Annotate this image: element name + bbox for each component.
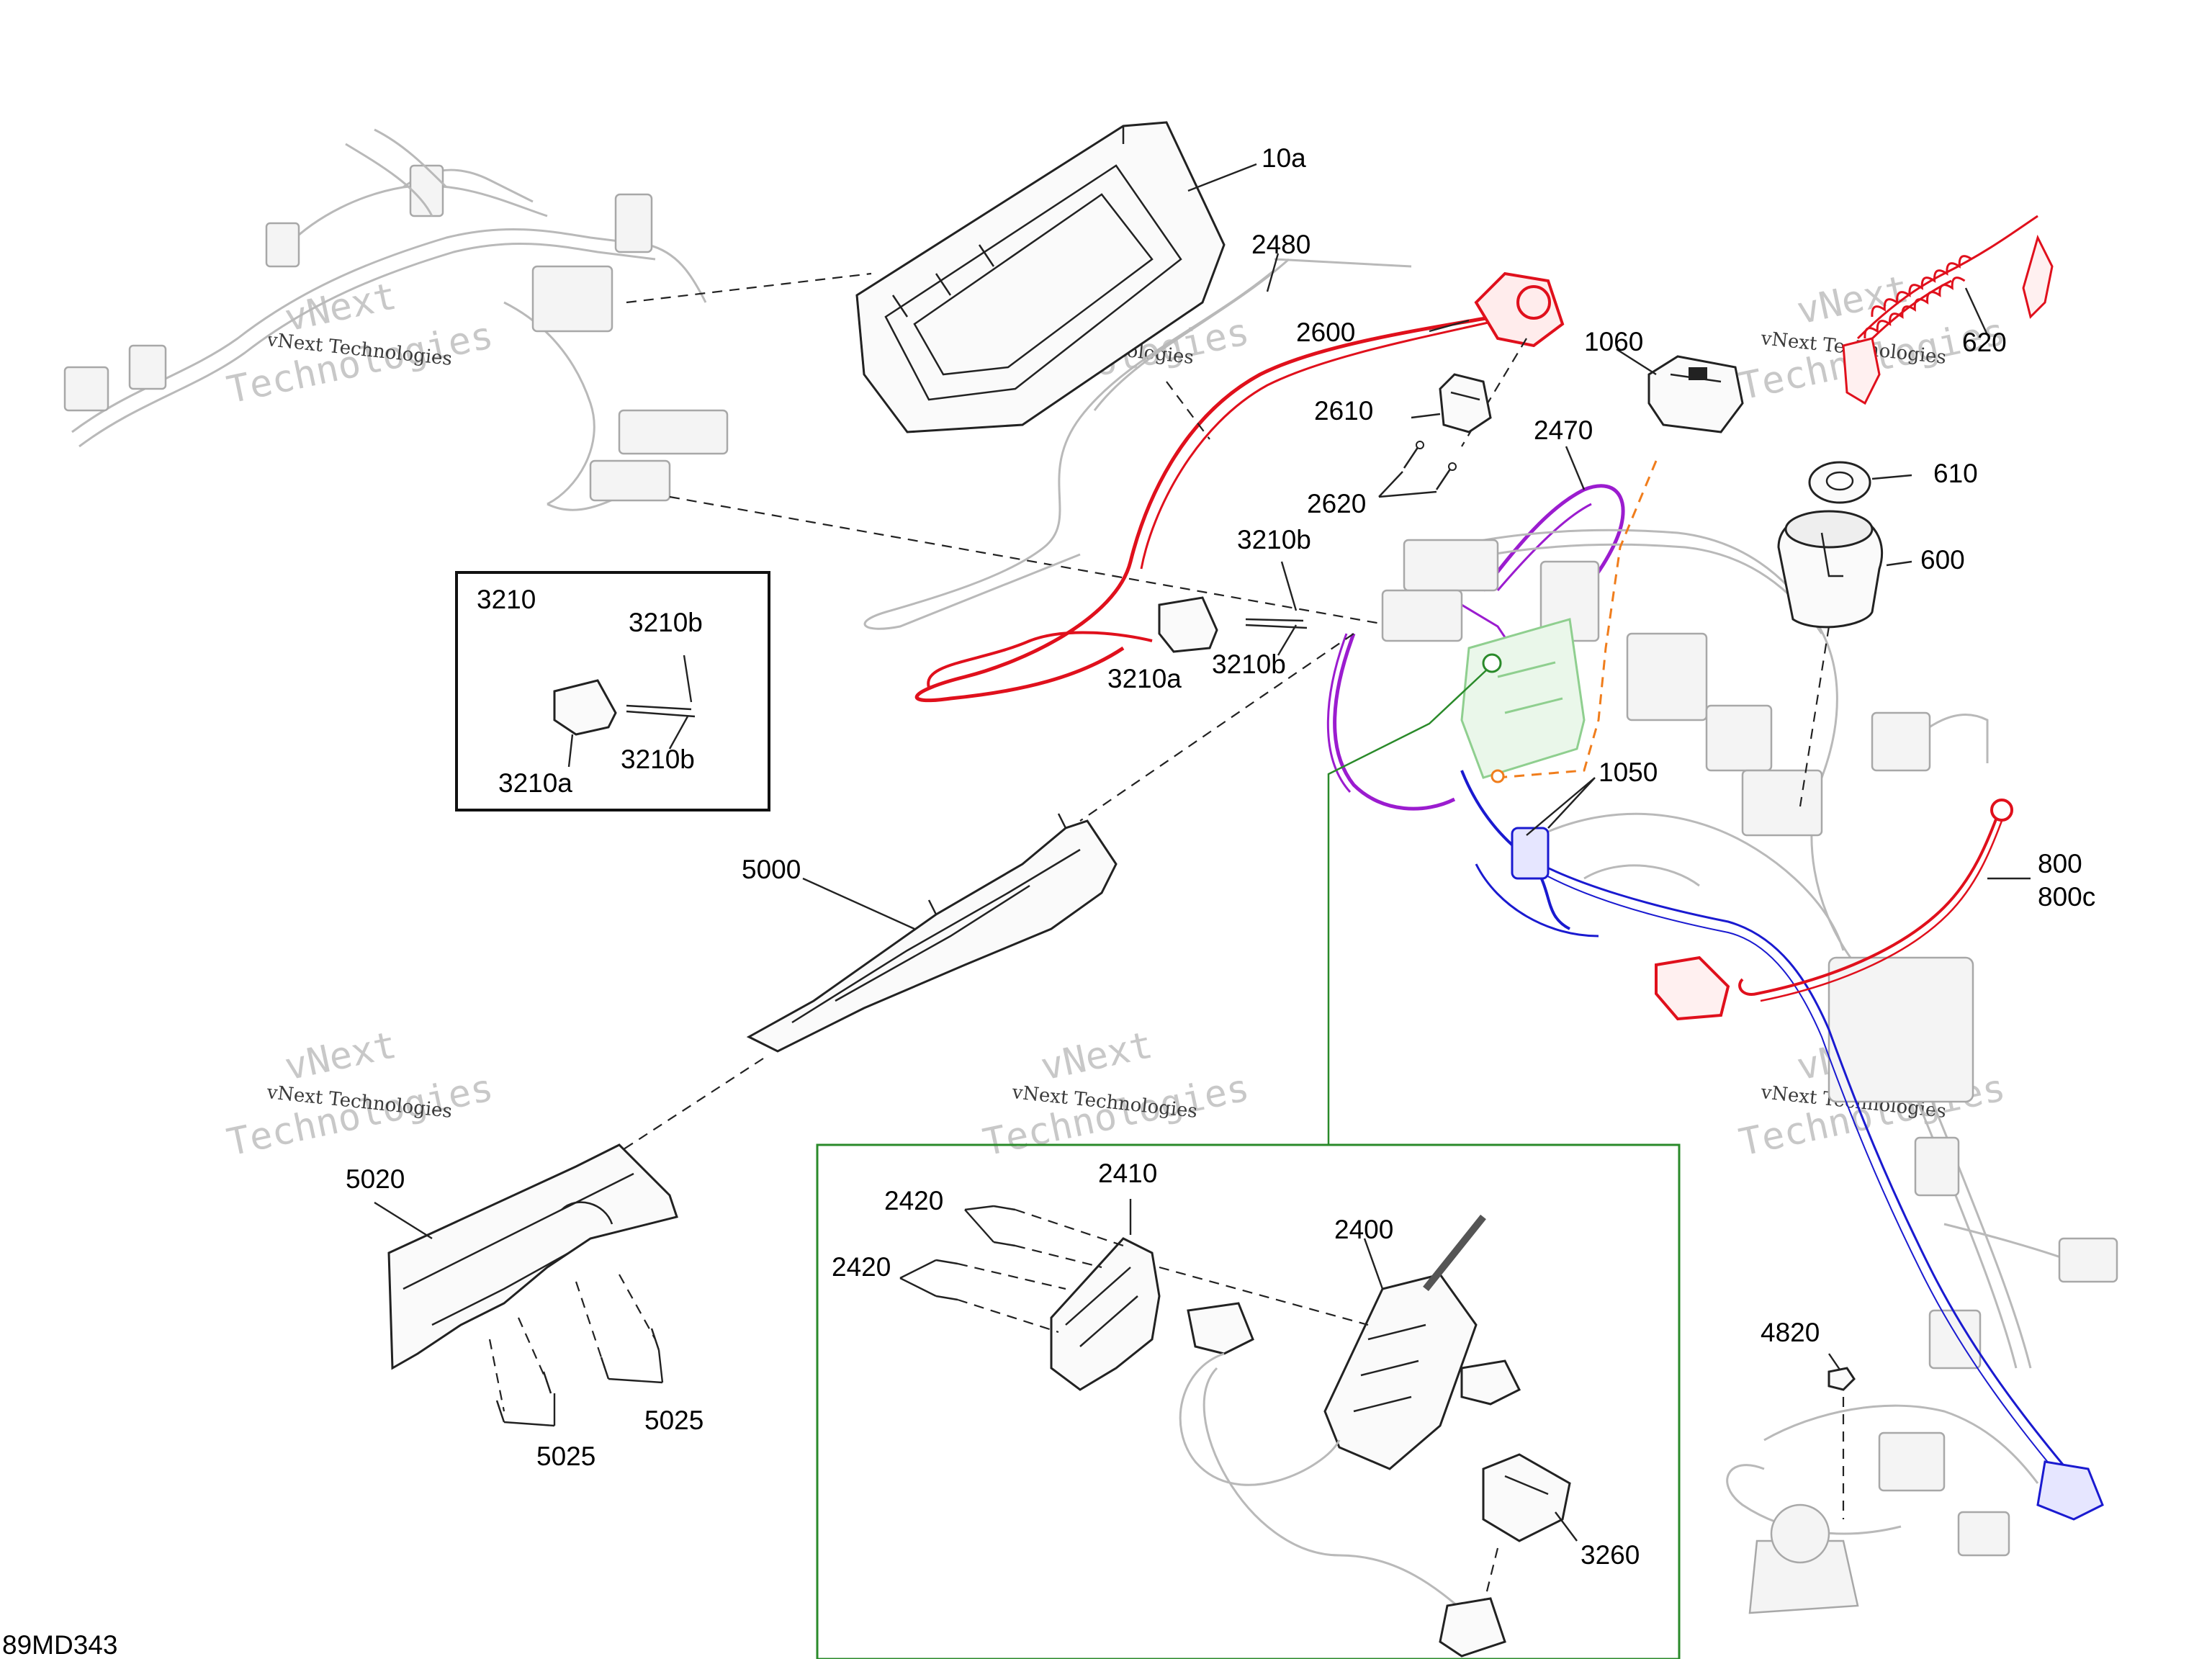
watermark-brand: vNext xyxy=(1037,1023,1156,1089)
leader-5025-b xyxy=(608,1349,664,1384)
bracket-5000 xyxy=(746,813,1118,1053)
label-5025-a: 5025 xyxy=(536,1442,595,1471)
label-620: 620 xyxy=(1962,328,2007,357)
leader-5025-a xyxy=(503,1393,556,1427)
green-callout-leader xyxy=(1327,669,1488,1145)
leader-cluster-to-tube xyxy=(1166,381,1210,440)
watermark-line2: Technologies xyxy=(223,1066,497,1165)
leader-2620 xyxy=(1378,471,1437,498)
label-800: 800 xyxy=(2038,849,2082,878)
leader-1060 xyxy=(1616,348,1657,376)
part-labels: 10a 2480 2600 2610 2620 2470 1060 620 61… xyxy=(2,143,2095,1659)
leader-620 xyxy=(1964,287,1989,336)
ghost-harness-upper-left xyxy=(63,128,729,511)
leader-5000 xyxy=(802,877,915,930)
leader-2470 xyxy=(1565,446,1586,490)
label-2610: 2610 xyxy=(1314,396,1373,426)
leader-1050 xyxy=(1526,777,1596,836)
inset-3210 xyxy=(455,571,770,811)
leader-2600 xyxy=(1429,319,1470,333)
orange-callout-dot xyxy=(1491,769,1505,783)
red-lanyard-620 xyxy=(1842,215,2054,405)
leader-600 xyxy=(1886,560,1912,567)
leader-10a xyxy=(1187,163,1257,192)
watermark-top-left: vNext Technologies vNext Technologies xyxy=(223,274,497,412)
green-inset xyxy=(816,1143,1681,1659)
leader-5020 xyxy=(374,1201,433,1240)
orange-dashed-leader xyxy=(1497,460,1658,779)
label-1050: 1050 xyxy=(1599,757,1658,787)
label-3260: 3260 xyxy=(1581,1540,1640,1570)
label-2600: 2600 xyxy=(1296,318,1355,347)
label-2470: 2470 xyxy=(1534,415,1593,445)
inset-label-3210b-bottom: 3210b xyxy=(621,745,695,774)
label-2620: 2620 xyxy=(1307,489,1366,518)
label-610: 610 xyxy=(1933,459,1978,488)
red-cable-2600 xyxy=(914,271,1565,703)
label-5025-b: 5025 xyxy=(644,1406,703,1435)
ring-610 xyxy=(1808,461,1871,504)
harness-tube-2480 xyxy=(863,258,1412,630)
inset-title-3210: 3210 xyxy=(477,585,536,614)
label-600: 600 xyxy=(1920,545,1965,575)
watermark-brand: vNext xyxy=(281,1023,400,1089)
label-3210b-top: 3210b xyxy=(1237,525,1311,554)
label-2420-a: 2420 xyxy=(884,1186,943,1215)
leader-5000-up xyxy=(1079,633,1354,822)
label-10a: 10a xyxy=(1262,143,1306,173)
leader-3210b-top xyxy=(1280,561,1298,611)
switch-1060 xyxy=(1647,355,1744,433)
label-4820: 4820 xyxy=(1761,1318,1820,1347)
diagram-code: 89MD343 xyxy=(2,1630,117,1659)
screws-5025 xyxy=(488,1274,660,1423)
leader-harness-to-cluster xyxy=(626,272,872,304)
screws-2620 xyxy=(1403,441,1457,490)
label-2400: 2400 xyxy=(1334,1215,1393,1244)
label-3210b: 3210b xyxy=(1212,649,1286,679)
green-callout-dot xyxy=(1482,653,1502,673)
green-switch-ghost xyxy=(1460,618,1586,779)
label-2480: 2480 xyxy=(1251,230,1310,259)
instrument-cluster-10a xyxy=(855,121,1226,433)
nut-4820 xyxy=(1827,1367,1856,1391)
label-5020: 5020 xyxy=(346,1164,405,1194)
watermark-bottom-center: vNext Technologies vNext Technologies xyxy=(979,1023,1253,1164)
leader-600-down xyxy=(1799,626,1830,807)
blue-cable-1050 xyxy=(1460,770,2104,1521)
watermark-line2: Technologies xyxy=(979,1066,1253,1165)
inset-label-3210a: 3210a xyxy=(498,768,572,798)
housing-5020 xyxy=(387,1143,678,1370)
leader-2480 xyxy=(1266,253,1280,292)
connector-3210-upper xyxy=(927,596,1308,688)
label-5000: 5000 xyxy=(742,855,801,884)
label-1060: 1060 xyxy=(1584,327,1643,356)
label-2410: 2410 xyxy=(1098,1159,1157,1188)
leader-harness-to-main xyxy=(669,495,1398,628)
red-harness-800 xyxy=(1655,799,2013,1021)
leader-610 xyxy=(1871,474,1912,480)
leader-4820 xyxy=(1828,1353,1840,1370)
watermark-line2: Technologies xyxy=(223,314,497,413)
ghost-main-harness xyxy=(1381,529,2118,1614)
leader-2610 xyxy=(1411,413,1441,419)
label-2420-b: 2420 xyxy=(832,1252,891,1282)
watermark-brand: vNext xyxy=(281,274,400,340)
ignition-switch-600 xyxy=(1777,510,1884,629)
leader-5000-down xyxy=(619,1058,764,1153)
watermark-bottom-left: vNext Technologies vNext Technologies xyxy=(223,1023,497,1164)
clip-2610 xyxy=(1439,373,1492,433)
label-800c: 800c xyxy=(2038,882,2095,912)
inset-label-3210b-top: 3210b xyxy=(629,608,703,637)
label-3210a: 3210a xyxy=(1107,664,1182,693)
leader-3210b-bot xyxy=(1277,624,1298,656)
